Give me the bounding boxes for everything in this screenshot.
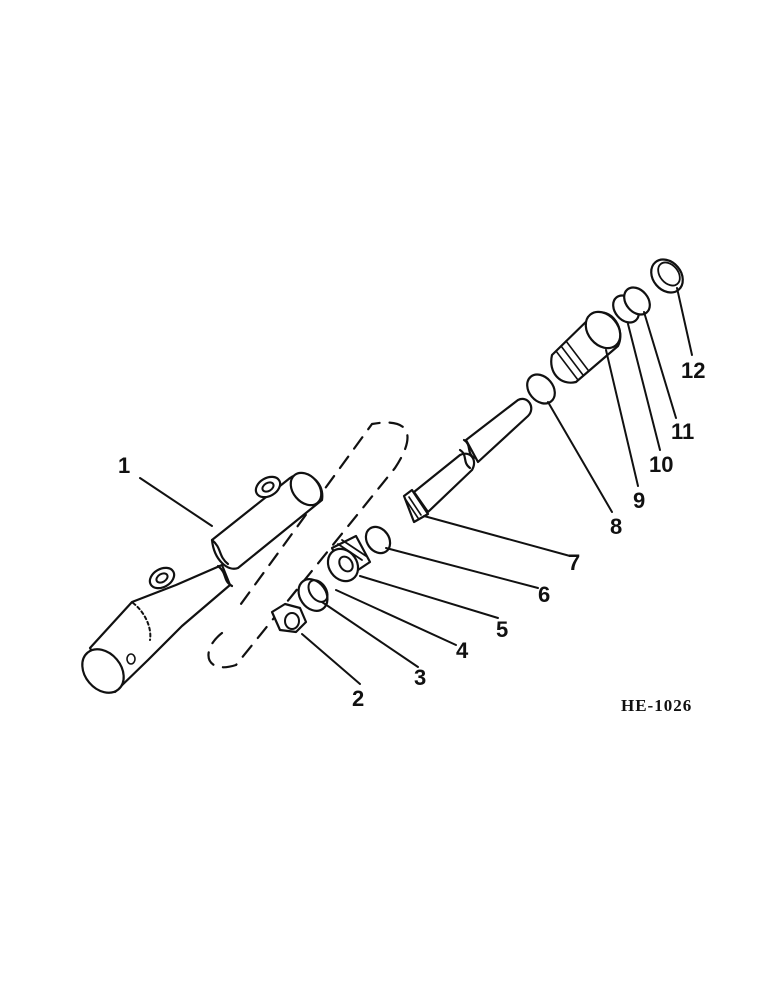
callout-4: 4	[456, 638, 469, 663]
leader-7	[423, 515, 571, 557]
leader-9	[605, 349, 639, 487]
leader-11	[643, 311, 677, 419]
callout-12: 12	[681, 358, 706, 383]
part-7-piston-rod	[402, 397, 533, 524]
callout-8: 8	[610, 514, 623, 539]
leader-4	[335, 589, 457, 646]
assembly-group-outline	[207, 421, 409, 669]
leader-6	[385, 547, 539, 589]
part-1-cylinder-barrel	[81, 471, 324, 694]
leader-10	[627, 323, 661, 451]
part-3-ring	[297, 578, 329, 612]
callout-10: 10	[649, 452, 674, 477]
leader-5	[359, 575, 499, 619]
leader-lines	[139, 287, 693, 685]
leader-2	[301, 633, 361, 685]
leader-3	[321, 601, 419, 668]
callout-3: 3	[414, 665, 427, 690]
part-11-ring	[623, 286, 651, 316]
figure-code: HE-1026	[621, 696, 693, 715]
callout-1: 1	[118, 453, 131, 478]
part-12-wiper	[650, 258, 684, 294]
callout-11: 11	[671, 419, 695, 444]
leader-12	[676, 287, 693, 356]
part-5-piston	[326, 534, 372, 583]
callout-5: 5	[496, 617, 509, 642]
leader-1	[139, 477, 213, 527]
callout-9: 9	[633, 488, 646, 513]
callout-2: 2	[352, 686, 365, 711]
part-6-o-ring	[364, 525, 392, 555]
part-9-gland	[550, 310, 622, 384]
leader-8	[547, 401, 613, 513]
part-2-nut	[270, 602, 308, 634]
callout-6: 6	[538, 582, 551, 607]
callout-7: 7	[568, 550, 581, 575]
part-8-seal-ring	[526, 373, 556, 405]
